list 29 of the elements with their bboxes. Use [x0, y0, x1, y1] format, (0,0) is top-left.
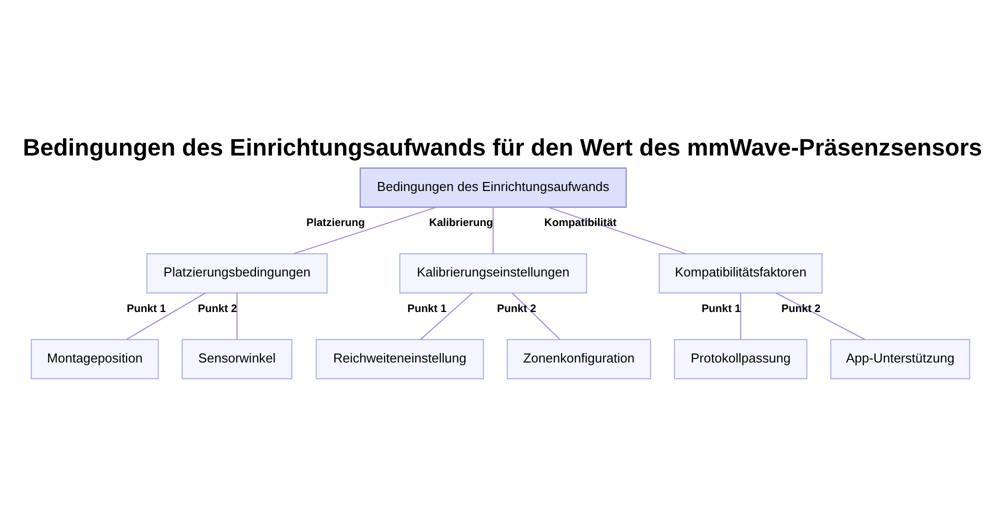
connector — [420, 292, 472, 340]
edge-label: Kalibrierung — [428, 217, 493, 230]
edge-label: Kompatibilität — [544, 217, 616, 230]
node-box: Kompatibilitätsfaktoren — [658, 253, 822, 294]
connector — [740, 293, 741, 340]
edge-label: Punkt 1 — [406, 302, 446, 315]
edge-label: Punkt 1 — [126, 302, 166, 315]
connector — [547, 206, 686, 254]
edge-label: Punkt 1 — [701, 302, 740, 315]
connector — [775, 292, 865, 340]
node-box: Bedingungen des Einrichtungsaufwands — [359, 168, 626, 208]
connector — [293, 206, 436, 254]
connector — [236, 293, 238, 340]
connector — [126, 292, 206, 340]
edge-label: Punkt 2 — [197, 302, 237, 315]
node-box: Zonenkonfiguration — [506, 339, 651, 380]
node-box: Kalibrierungseinstellungen — [398, 253, 587, 294]
edge-label: Platzierung — [306, 217, 364, 230]
diagram-title: Bedingungen des Einrichtungsaufwands für den Wert des mmWave-Präsenzsensors — [22, 134, 982, 162]
node-box: Reichweiteneinstellung — [315, 339, 484, 380]
node-box: Platzierungsbedingungen — [146, 253, 328, 294]
connector — [492, 207, 494, 254]
node-box: App-Unterstützung — [830, 339, 970, 380]
node-box: Montageposition — [30, 339, 158, 380]
edge-label: Punkt 2 — [780, 302, 820, 315]
edge-label: Punkt 2 — [496, 302, 536, 315]
node-box: Sensorwinkel — [181, 339, 292, 380]
connector — [511, 292, 560, 340]
node-box: Protokollpassung — [673, 339, 807, 380]
